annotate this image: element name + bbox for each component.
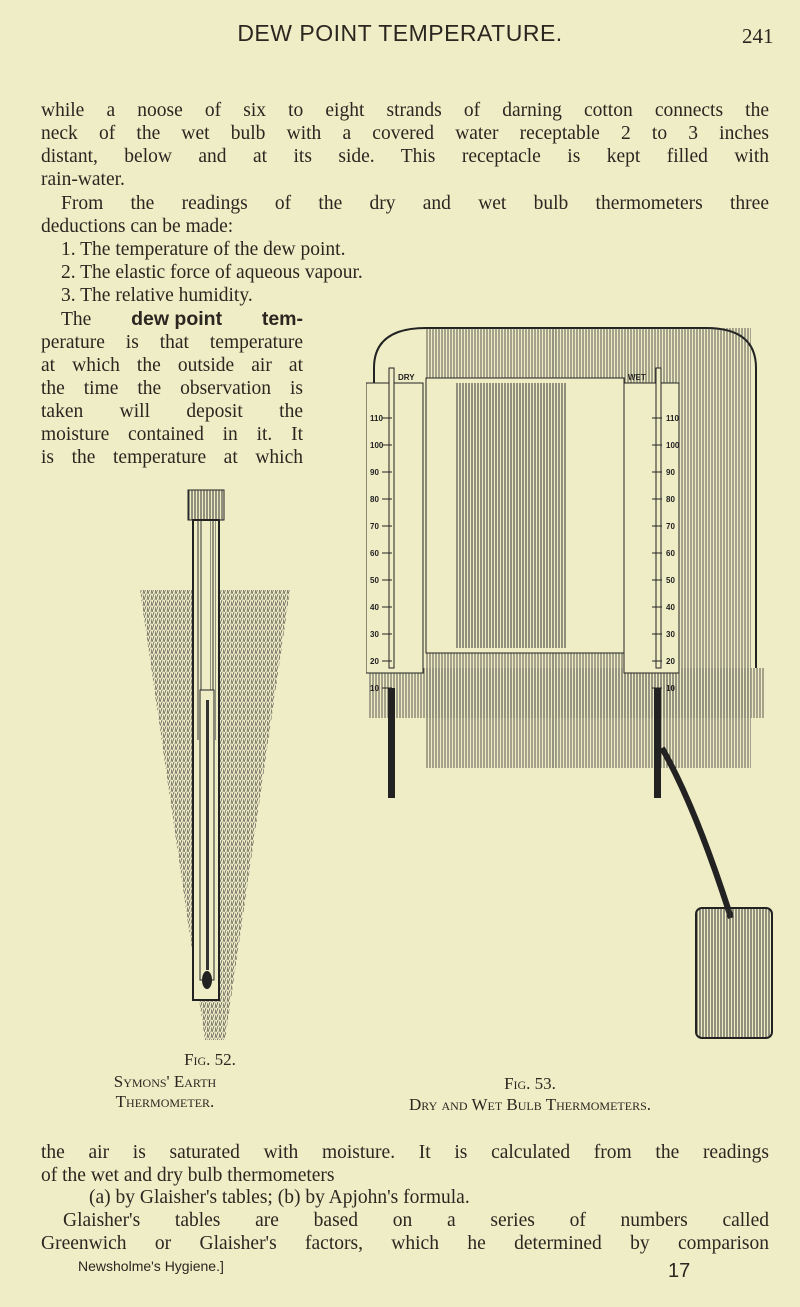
scale-label: 70 (666, 522, 675, 531)
body-line: From the readings of the dry and wet bul… (61, 193, 769, 214)
scale-label: 30 (370, 630, 379, 639)
scale-label: 80 (666, 495, 675, 504)
dry-wet-bulb-illustration: DRY WET 110 100 90 80 70 60 50 40 30 20 10 110 100 9… (366, 327, 773, 1039)
footer-source: Newsholme's Hygiene.] (78, 1258, 224, 1274)
scale-label: 20 (666, 657, 675, 666)
scale-label: 10 (666, 684, 675, 693)
scale-label: 10 (370, 684, 379, 693)
body-text: The (61, 309, 92, 330)
scale-label: 90 (666, 468, 675, 477)
body-line: taken will deposit the (41, 401, 303, 422)
list-item: 2. The elastic force of aqueous vapour. (61, 262, 363, 283)
body-line: while a noose of six to eight strands of… (41, 100, 769, 121)
scale-label: 110 (370, 414, 383, 423)
wet-scale: 110 100 90 80 70 60 50 40 30 20 10 (652, 414, 680, 693)
page-number: 241 (742, 24, 774, 48)
wet-label: WET (628, 373, 646, 382)
list-item: 3. The relative humidity. (61, 285, 253, 306)
body-line: Glaisher's tables are based on a series … (63, 1210, 769, 1231)
body-line: at which the outside air at (41, 355, 303, 376)
dry-scale: 110 100 90 80 70 60 50 40 30 20 10 (370, 414, 392, 693)
scale-label: 20 (370, 657, 379, 666)
fig53-caption: Dry and Wet Bulb Thermometers. (408, 1095, 652, 1114)
dry-label: DRY (398, 373, 415, 382)
scale-label: 50 (370, 576, 379, 585)
scale-label: 60 (666, 549, 675, 558)
fig53-number: Fig. 53. (504, 1074, 556, 1093)
body-line: of the wet and dry bulb thermometers (41, 1165, 335, 1186)
scale-label: 80 (370, 495, 379, 504)
scale-label: 70 (370, 522, 379, 531)
body-line: is the temperature at which (41, 447, 303, 468)
scale-label: 110 (666, 414, 679, 423)
scale-label: 100 (370, 441, 384, 450)
body-line: Greenwich or Glaisher's factors, which h… (41, 1233, 769, 1254)
scale-label: 60 (370, 549, 379, 558)
scale-label: 90 (370, 468, 379, 477)
body-line: deductions can be made: (41, 216, 234, 237)
scale-label: 50 (666, 576, 675, 585)
body-line: distant, below and at its side. This rec… (41, 146, 769, 167)
body-line: (a) by Glaisher's tables; (b) by Apjohn'… (89, 1187, 470, 1208)
body-line: the time the observation is (41, 378, 303, 399)
scale-label: 40 (666, 603, 675, 612)
body-line: perature is that temperature (41, 332, 303, 353)
body-text: tem- (261, 308, 303, 330)
body-line: rain-water. (41, 169, 125, 190)
fig52-caption-1: Symons' Earth (113, 1072, 217, 1091)
fig52-number: Fig. 52. (184, 1050, 236, 1069)
scale-label: 100 (666, 441, 680, 450)
scale-label: 40 (370, 603, 379, 612)
body-line: neck of the wet bulb with a covered wate… (41, 123, 769, 144)
running-header: DEW POINT TEMPERATURE. (237, 20, 563, 46)
body-line: moisture contained in it. It (41, 424, 303, 445)
list-item: 1. The temperature of the dew point. (61, 239, 346, 260)
body-line: the air is saturated with moisture. It i… (41, 1142, 769, 1163)
term-dew-point: dew point (131, 308, 223, 330)
scale-label: 30 (666, 630, 675, 639)
earth-thermometer-illustration (140, 489, 290, 1040)
dew-point-line: The dew point tem- (61, 308, 303, 331)
fig52-caption-2: Thermometer. (115, 1092, 215, 1111)
signature-mark: 17 (668, 1260, 691, 1282)
